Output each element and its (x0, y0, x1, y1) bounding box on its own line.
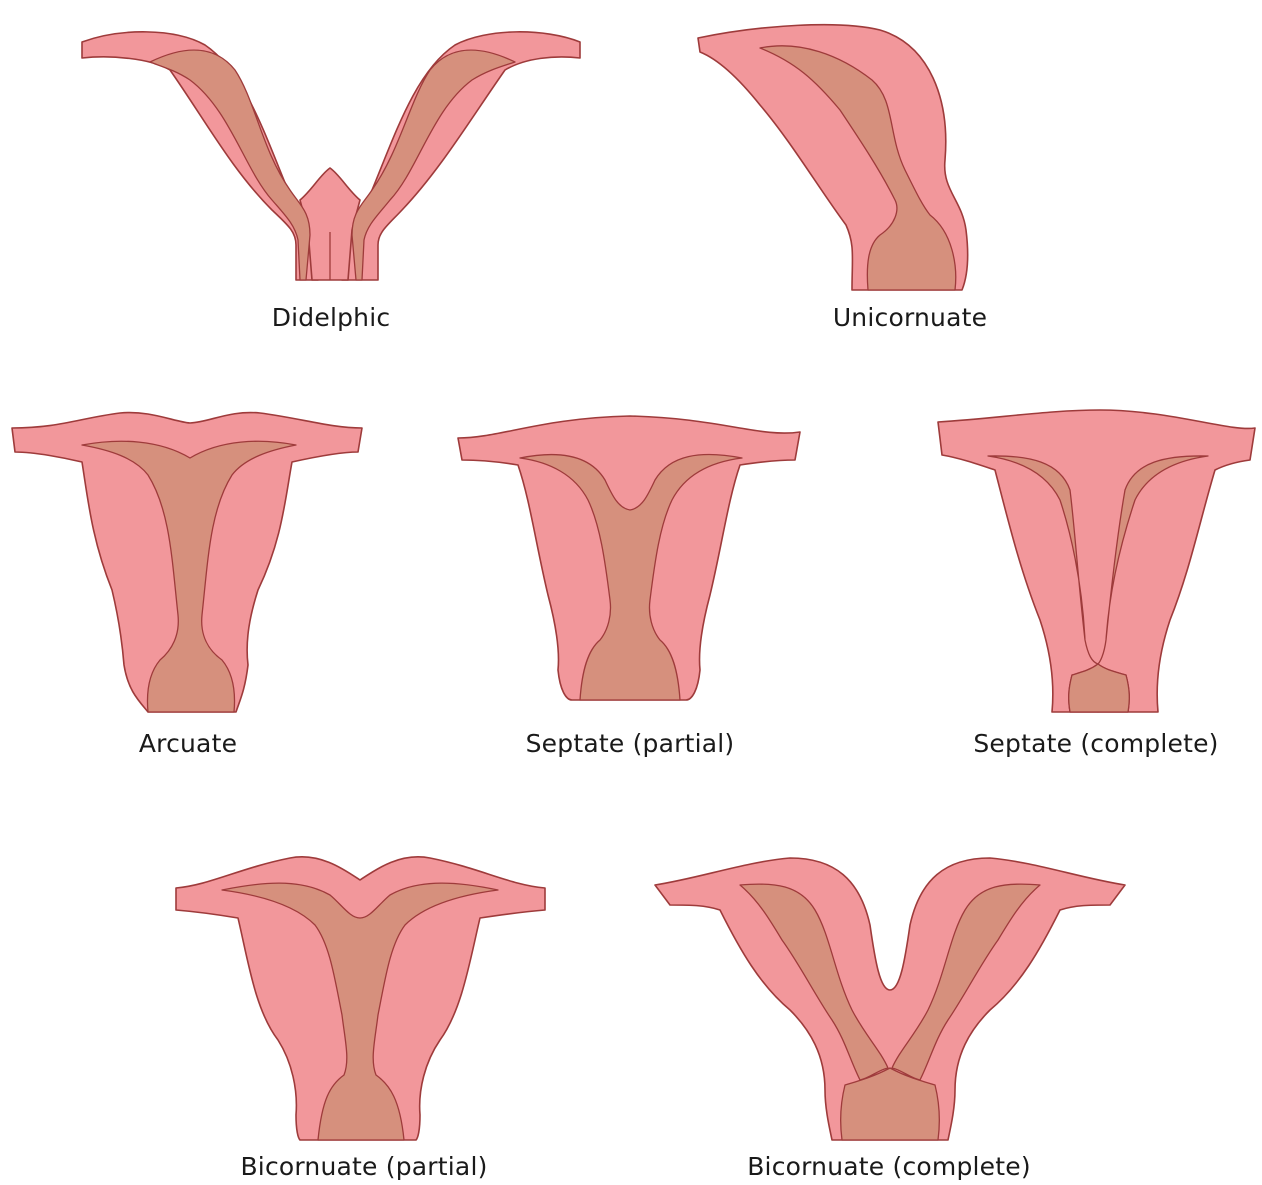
arcuate-label: Arcuate (139, 729, 237, 758)
unicornuate-figure (698, 25, 968, 290)
didelphic-left-cavity (150, 50, 310, 280)
bicornuate-complete-figure (655, 858, 1125, 1140)
bicornuate-partial-figure (176, 857, 545, 1140)
septate-partial-label: Septate (partial) (526, 729, 735, 758)
bicornuate-partial-label: Bicornuate (partial) (240, 1152, 487, 1181)
didelphic-label: Didelphic (272, 303, 391, 332)
bicornuate-complete-label: Bicornuate (complete) (747, 1152, 1031, 1181)
septate-complete-label: Septate (complete) (973, 729, 1218, 758)
arcuate-figure (12, 413, 362, 712)
septate-partial-figure (458, 416, 800, 700)
septate-complete-figure (938, 410, 1255, 712)
didelphic-figure (82, 32, 580, 280)
unicornuate-label: Unicornuate (833, 303, 987, 332)
